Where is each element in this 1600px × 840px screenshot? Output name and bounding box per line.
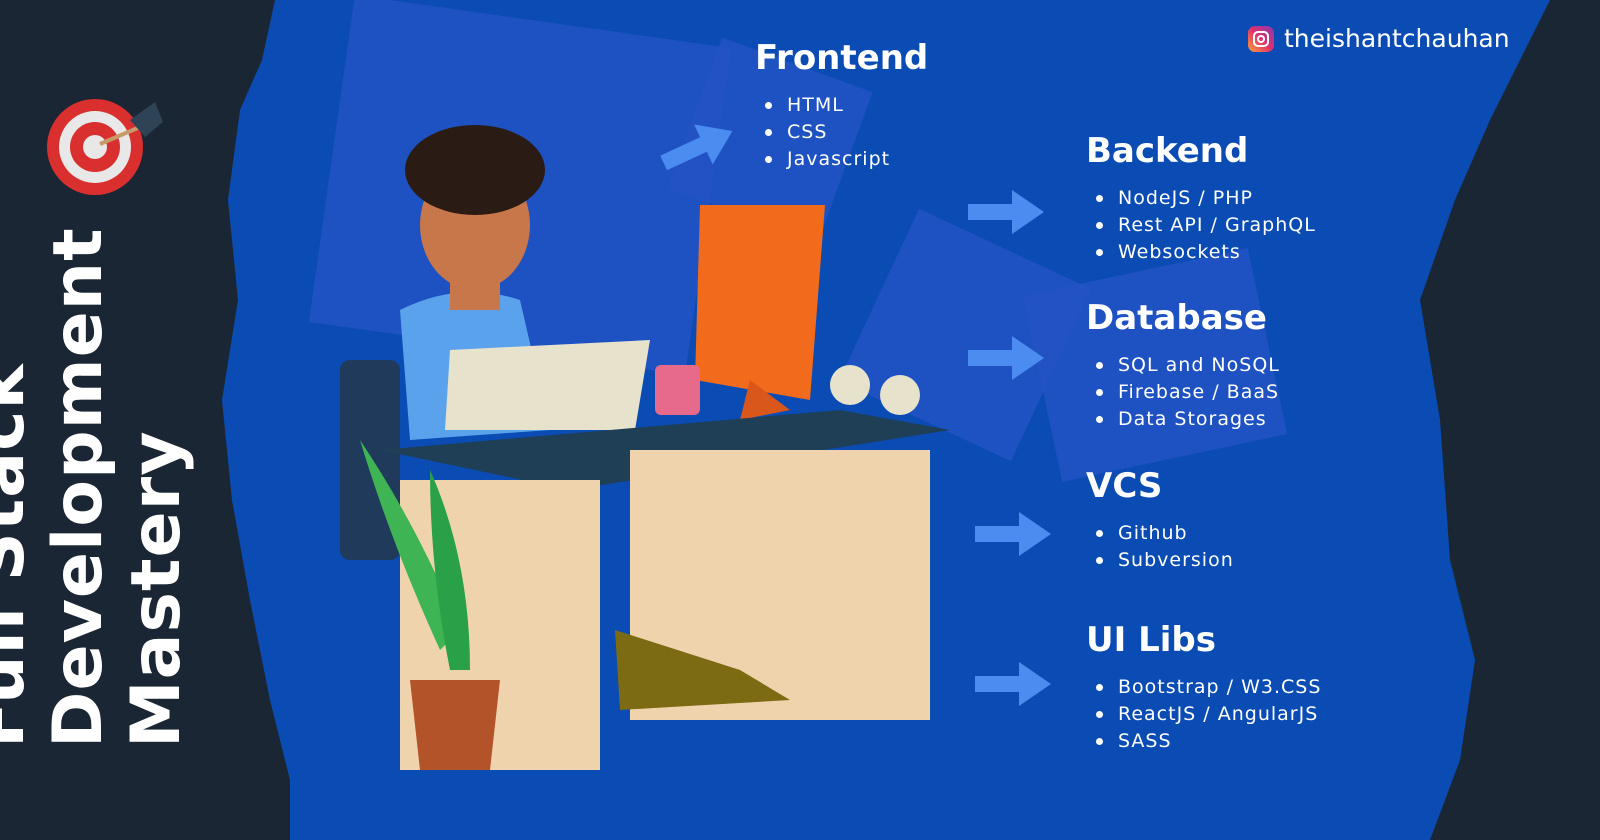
target-icon — [47, 99, 163, 195]
section-heading: UI Libs — [1086, 620, 1216, 660]
list-item: NodeJS / PHP — [1086, 185, 1316, 212]
arrow-icon — [968, 336, 1044, 380]
section-heading: Database — [1086, 298, 1267, 338]
developer-illustration — [340, 125, 950, 770]
list-item: SQL and NoSQL — [1086, 352, 1280, 379]
instagram-handle[interactable]: theishantchauhan — [1248, 24, 1510, 53]
list-item: HTML — [755, 92, 928, 119]
instagram-icon — [1248, 25, 1274, 52]
title-line: Mastery — [117, 430, 196, 748]
list-item: Data Storages — [1086, 406, 1280, 433]
arrow-icon — [968, 190, 1044, 234]
list-item: CSS — [755, 119, 928, 146]
arrow-icon — [975, 662, 1051, 706]
list-item: Firebase / BaaS — [1086, 379, 1280, 406]
right-dark-panel — [1420, 0, 1600, 840]
section-heading: VCS — [1086, 466, 1163, 506]
arrow-icon — [975, 512, 1051, 556]
list-item: Rest API / GraphQL — [1086, 212, 1316, 239]
list-item: Websockets — [1086, 239, 1316, 266]
list-item: Javascript — [755, 146, 928, 173]
title-line: Development — [39, 227, 118, 748]
list-item: Bootstrap / W3.CSS — [1086, 674, 1321, 701]
title-line: Full Stack — [0, 363, 40, 748]
list-item: Github — [1086, 520, 1234, 547]
list-item: Subversion — [1086, 547, 1234, 574]
list-item: SASS — [1086, 728, 1321, 755]
handle-text: theishantchauhan — [1284, 24, 1510, 53]
section-heading: Frontend — [755, 38, 929, 78]
list-item: ReactJS / AngularJS — [1086, 701, 1321, 728]
section-heading: Backend — [1086, 131, 1249, 171]
